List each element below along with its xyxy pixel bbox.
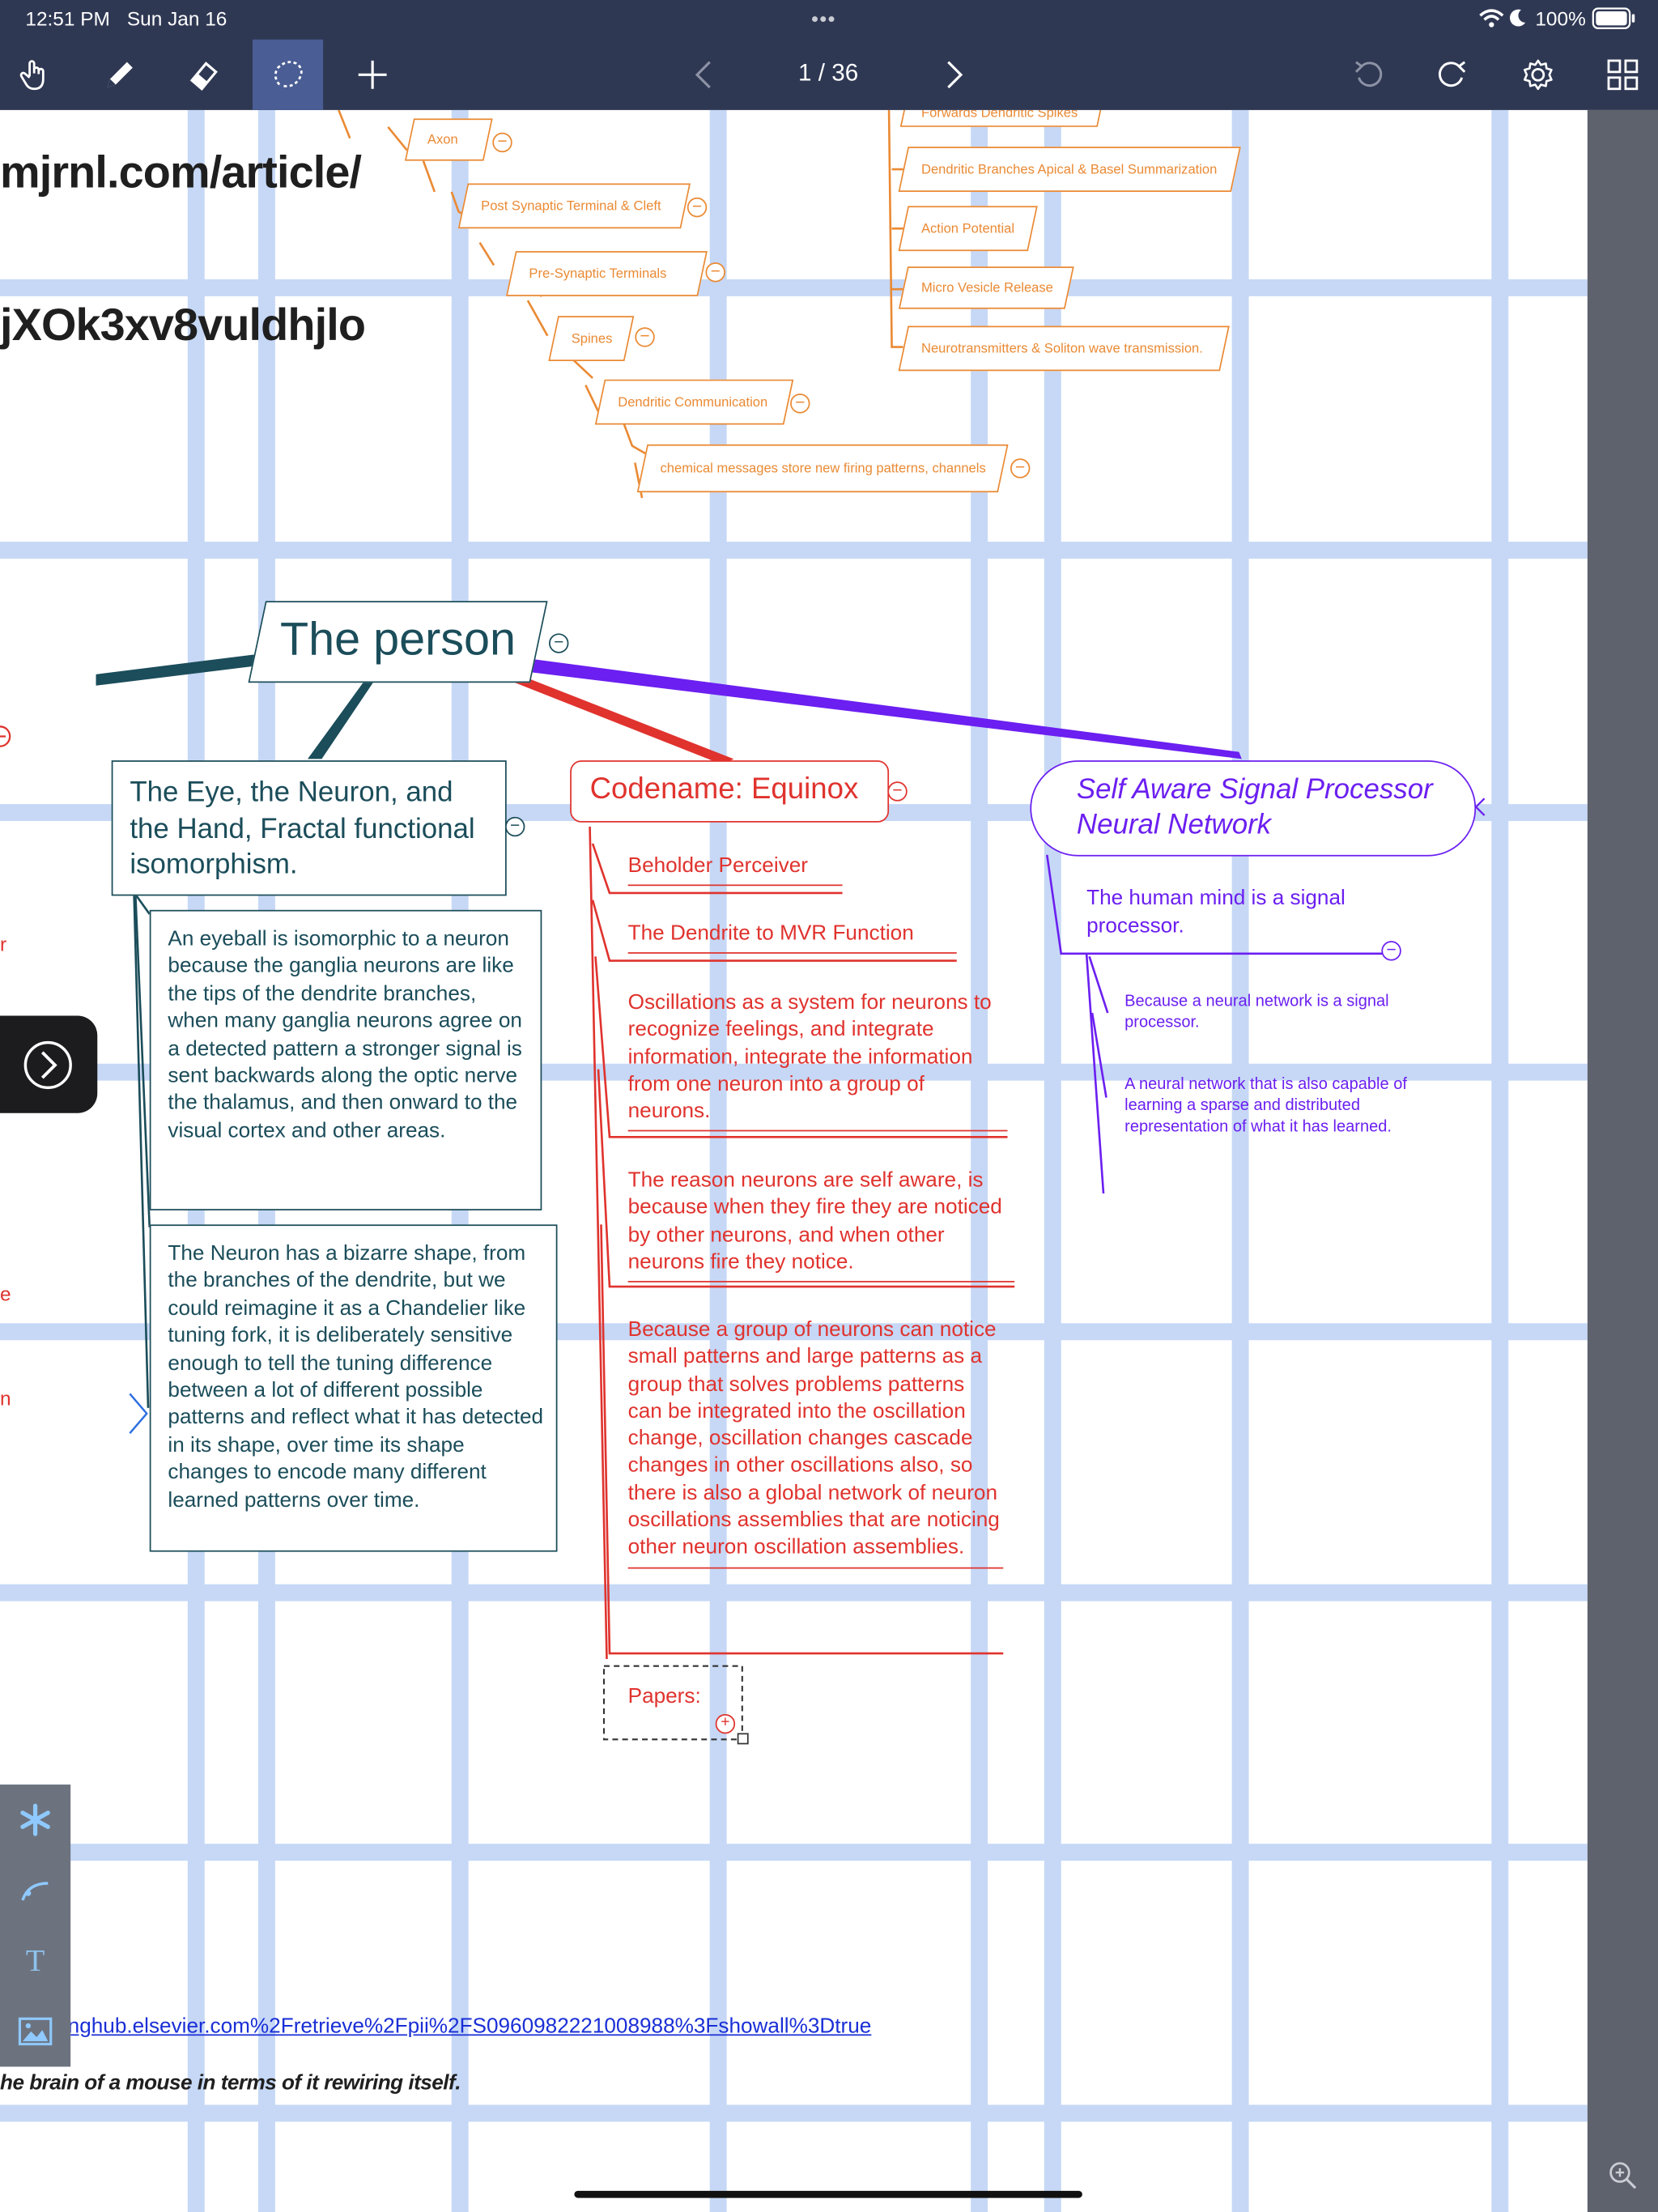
collapse-icon[interactable]: − (1381, 941, 1401, 961)
purple-branch-node[interactable] (1030, 760, 1477, 857)
collapse-icon[interactable]: − (790, 393, 810, 414)
teal-subnode[interactable]: An eyeball is isomorphic to a neuron bec… (149, 909, 542, 1210)
eraser-icon[interactable] (179, 51, 227, 99)
next-page-button[interactable] (0, 1015, 98, 1113)
grid-line (0, 1584, 1588, 1602)
collapse-icon[interactable]: − (504, 816, 525, 837)
red-subnode[interactable]: Beholder Perceiver (627, 852, 843, 887)
mindmap-node[interactable]: Pre-Synaptic Terminals (506, 251, 708, 296)
red-subnode[interactable]: The Dendrite to MVR Function (627, 920, 957, 955)
image-icon[interactable] (0, 1996, 70, 2066)
collapse-icon[interactable]: − (1010, 458, 1031, 479)
lasso-icon[interactable] (252, 39, 324, 110)
right-rail (1587, 109, 1658, 2212)
purple-branch-title: Self Aware Signal Processor Neural Netwo… (1076, 774, 1433, 841)
collapse-icon[interactable]: − (705, 262, 725, 283)
collapse-icon[interactable]: − (492, 133, 512, 153)
gear-icon[interactable] (1514, 51, 1562, 99)
mindmap-node[interactable]: chemical messages store new firing patte… (636, 444, 1009, 493)
purple-subnode[interactable]: Because a neural network is a signal pro… (1124, 993, 1389, 1032)
root-node-title: The person (280, 612, 517, 665)
teal-subnode[interactable]: The Neuron has a bizarre shape, from the… (149, 1224, 558, 1552)
grid-line (971, 109, 988, 2212)
teal-branch-node[interactable]: The Eye, the Neuron, and the Hand, Fract… (111, 760, 507, 896)
add-icon[interactable] (349, 51, 397, 99)
curve-shape-icon[interactable] (0, 1855, 70, 1925)
asterisk-icon[interactable] (0, 1784, 70, 1855)
mindmap-node[interactable]: Dendritic Branches Apical & Basel Summar… (898, 147, 1241, 192)
mindmap-node[interactable]: Action Potential (898, 206, 1038, 252)
teal-subnode-text: The Neuron has a bizarre shape, from the… (168, 1241, 544, 1512)
edge-mark-text: n (0, 1386, 11, 1410)
mindmap-node[interactable]: Micro Vesicle Release (898, 266, 1074, 309)
mindmap-node[interactable]: Neurotransmitters & Soliton wave transmi… (898, 325, 1230, 372)
grid-line (1491, 109, 1509, 2212)
next-page-icon[interactable] (929, 51, 976, 99)
red-subnode-papers[interactable]: Papers: (627, 1684, 701, 1708)
page-indicator[interactable]: 1 / 36 (798, 59, 859, 87)
more-dots-icon[interactable]: ••• (811, 6, 837, 30)
collapse-icon[interactable]: − (549, 633, 569, 653)
redo-icon[interactable] (1428, 51, 1476, 99)
grid-line (1044, 109, 1061, 2212)
zoom-icon[interactable] (1607, 2160, 1638, 2191)
mindmap-node[interactable]: Post Synaptic Terminal & Cleft (457, 183, 691, 229)
grid-line (0, 1844, 1588, 1861)
chevron-right-icon (23, 1040, 72, 1090)
purple-subnode[interactable]: A neural network that is also capable of… (1124, 1076, 1407, 1136)
teal-branch-title: The Eye, the Neuron, and the Hand, Fract… (130, 777, 475, 881)
grid-view-icon[interactable] (1599, 51, 1647, 99)
red-subnode[interactable]: The reason neurons are self aware, is be… (627, 1167, 1015, 1283)
purple-subnode[interactable]: The human mind is a signal processor. (1086, 886, 1346, 938)
hyperlink-text[interactable]: nghub.elsevier.com%2Fretrieve%2Fpii%2FS0… (67, 2014, 872, 2039)
grid-line (709, 109, 727, 2212)
url-fragment-text: mjrnl.com/article/ (0, 147, 362, 198)
side-tool-palette: T (0, 1784, 71, 2067)
battery-percent: 100% (1535, 6, 1586, 30)
grid-line (0, 542, 1588, 559)
top-bar: 12:51 PM Sun Jan 16 ••• 100% 1 / 36 (0, 0, 1658, 110)
grid-line (0, 2104, 1588, 2122)
status-date: Sun Jan 16 (126, 6, 227, 30)
expand-icon[interactable]: + (715, 1713, 736, 1734)
mindmap-node[interactable]: Forwards Dendritic Spikes (899, 109, 1104, 127)
moon-icon (1510, 9, 1526, 27)
mindmap-node[interactable]: Dendritic Communication (594, 379, 794, 425)
status-time: 12:51 PM (25, 6, 110, 30)
url-fragment-text: jXOk3xv8vuldhjlo (0, 299, 366, 351)
undo-icon[interactable] (1345, 51, 1392, 99)
pen-icon[interactable] (96, 51, 144, 99)
hand-icon[interactable] (11, 51, 59, 99)
grid-line (1231, 109, 1249, 2212)
home-indicator (574, 2190, 1082, 2198)
red-subnode[interactable]: Oscillations as a system for neurons to … (627, 989, 1008, 1133)
collapse-icon[interactable]: − (687, 197, 708, 218)
wifi-icon (1479, 9, 1504, 28)
mindmap-node[interactable]: Spines (548, 316, 635, 362)
red-branch-title: Codename: Equinox (589, 772, 859, 806)
previous-page-icon[interactable] (682, 51, 729, 99)
red-subnode[interactable]: Because a group of neurons can notice sm… (627, 1317, 1004, 1568)
note-canvas[interactable]: mjrnl.com/article/ jXOk3xv8vuldhjlo Axon… (0, 109, 1588, 2212)
mindmap-connectors (0, 109, 1486, 1745)
mindmap-node-axon[interactable]: Axon (404, 118, 493, 161)
edge-mark-text: e (0, 1282, 11, 1305)
edge-mark-text: r (0, 932, 7, 955)
red-branch-node[interactable] (570, 760, 890, 823)
text-tool-icon[interactable]: T (25, 1942, 45, 1978)
teal-subnode-text: An eyeball is isomorphic to a neuron bec… (168, 926, 522, 1143)
grid-line (0, 279, 1588, 296)
collapse-icon[interactable]: − (635, 327, 655, 347)
caption-text: he brain of a mouse in terms of it rewir… (0, 2070, 461, 2095)
battery-icon (1592, 7, 1635, 29)
collapse-icon[interactable]: − (887, 781, 908, 802)
